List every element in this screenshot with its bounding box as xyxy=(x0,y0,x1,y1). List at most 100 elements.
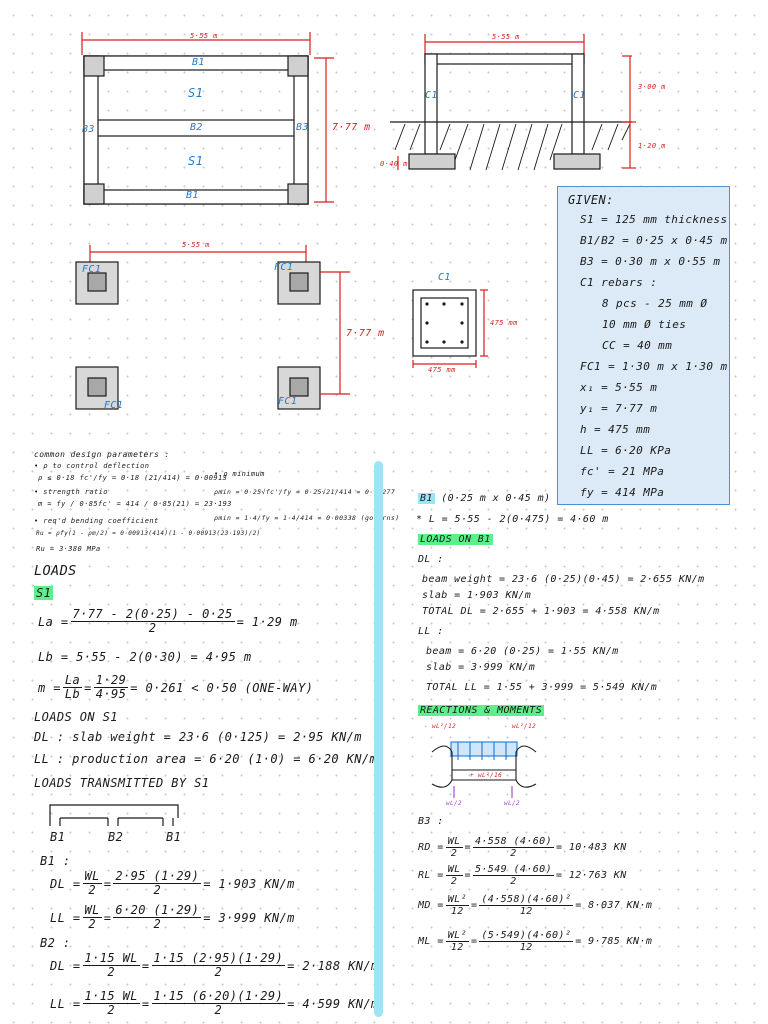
elev-footing-width: 0·40 m xyxy=(380,160,408,168)
column-divider xyxy=(374,461,383,1017)
plan-label-s1-bottom: S1 xyxy=(188,154,204,168)
given-line: S1 = 125 mm thickness xyxy=(580,213,728,226)
s1-ll-eq: LL : production area = 6·20 (1·0) = 6·20… xyxy=(34,752,378,766)
footing-width-dim: 5·55 m xyxy=(182,241,210,249)
plan-column-tl xyxy=(83,55,105,77)
given-line: h = 475 mm xyxy=(580,423,651,436)
elev-width-dim: 5·55 m xyxy=(492,33,520,41)
column-side-dim: 475 mm xyxy=(490,319,518,327)
elev-footing-depth: 1·20 m xyxy=(638,142,666,150)
slab-ll-eq: slab = 3·999 KN/m xyxy=(426,662,536,673)
params-line: ρmin = 0·25√fc'/fy = 0·25√21/414 = 0·002… xyxy=(214,488,396,496)
b1-header: B1 (0·25 m x 0·45 m) xyxy=(418,493,551,504)
params-line: ρmin = 1·4/fy = 1·4/414 = 0·00338 (gover… xyxy=(214,514,400,522)
given-line: CC = 40 mm xyxy=(602,339,673,352)
span-length-eq: * L = 5·55 - 2(0·475) = 4·60 m xyxy=(416,514,609,525)
dl-label: DL : xyxy=(418,554,444,565)
footing-right xyxy=(553,153,601,170)
footing-height-dim: 7·77 m xyxy=(346,328,385,339)
plan-label-b3-left: B3 xyxy=(82,124,95,135)
plan-label-b1-bottom: B1 xyxy=(186,190,199,201)
reaction-left: wL/2 xyxy=(446,800,463,807)
s1-dl-eq: DL : slab weight = 23·6 (0·125) = 2·95 K… xyxy=(34,730,362,744)
given-box: GIVEN: S1 = 125 mm thickness B1/B2 = 0·2… xyxy=(557,186,730,505)
given-line: 8 pcs - 25 mm Ø xyxy=(602,297,708,310)
plan-column-br xyxy=(287,183,309,205)
total-ll-eq: TOTAL LL = 1·55 + 3·999 = 5·549 KN/m xyxy=(426,682,658,693)
frame-elevation xyxy=(390,34,636,171)
params-line: • ρ minimum xyxy=(214,470,265,478)
b2-subtitle: B2 : xyxy=(40,936,71,950)
loads-on-s1-title: LOADS ON S1 xyxy=(34,710,118,724)
sketch-label-b1: B1 xyxy=(50,830,66,844)
plan-column-tr xyxy=(287,55,309,77)
ll-label: LL : xyxy=(418,626,444,637)
given-line: fc' = 21 MPa xyxy=(580,465,665,478)
loads-on-b1-title: LOADS ON B1 xyxy=(418,534,493,545)
beam-diagram xyxy=(431,741,537,798)
plan-label-b3-right: B3 xyxy=(296,122,309,133)
moment-left: - wL²/12 xyxy=(424,723,457,730)
b3-label: B3 : xyxy=(418,816,444,827)
reaction-right: wL/2 xyxy=(504,800,521,807)
slab-sketch xyxy=(49,804,179,826)
params-line: • strength ratio xyxy=(34,488,108,496)
plan-label-b1-top: B1 xyxy=(192,57,205,68)
lb-eq: Lb = 5·55 - 2(0·30) = 4·95 m xyxy=(38,650,252,664)
given-line: x₁ = 5·55 m xyxy=(580,381,658,394)
slab-dl-eq: slab = 1·903 KN/m xyxy=(422,590,532,601)
column-section xyxy=(412,289,488,368)
sketch-label-b1: B1 xyxy=(166,830,182,844)
s1-highlight: S1 xyxy=(34,586,54,600)
plan-label-b2: B2 xyxy=(190,122,203,133)
params-line: • req'd bending coefficient xyxy=(34,517,159,525)
sketch-label-b2: B2 xyxy=(108,830,124,844)
reactions-title: REACTIONS & MOMENTS xyxy=(418,705,544,716)
params-line: Ru = 3·380 MPa xyxy=(36,545,101,553)
given-line: FC1 = 1·30 m x 1·30 m xyxy=(580,360,728,373)
column-section-title: C1 xyxy=(438,272,451,283)
footing-left xyxy=(408,153,456,170)
moment-mid: + wL²/16 xyxy=(470,772,503,779)
beam-ll-eq: beam = 6·20 (0·25) = 1·55 KN/m xyxy=(426,646,619,657)
params-line: Ru = ρfy(1 - ρm/2) = 0·00913(414)(1 - 0·… xyxy=(36,530,261,537)
elev-label-c1-left: C1 xyxy=(425,90,438,101)
plan-width-dim: 5·55 m xyxy=(190,32,218,40)
given-line: LL = 6·20 KPa xyxy=(580,444,672,457)
loads-title: LOADS xyxy=(34,563,77,579)
footing-label-tr: FC1 xyxy=(274,262,294,273)
moment-right: - wL²/12 xyxy=(504,723,537,730)
given-line: B1/B2 = 0·25 x 0·45 m xyxy=(580,234,728,247)
footing-label-bl: FC1 xyxy=(104,400,124,411)
beam-weight-eq: beam weight = 23·6 (0·25)(0·45) = 2·655 … xyxy=(422,574,705,585)
given-line: fy = 414 MPa xyxy=(580,486,665,499)
transmitted-title: LOADS TRANSMITTED BY S1 xyxy=(34,776,210,790)
params-title: common design parameters : xyxy=(34,450,170,459)
footing-label-tl: FC1 xyxy=(82,264,102,275)
plan-column-bl xyxy=(83,183,105,205)
b1-subtitle: B1 : xyxy=(40,854,71,868)
floor-plan xyxy=(81,32,334,205)
plan-height-dim: 7·77 m xyxy=(332,122,371,133)
footing-plan xyxy=(75,245,350,410)
plan-label-s1-top: S1 xyxy=(188,86,204,100)
elev-col-height: 3·00 m xyxy=(638,83,666,91)
given-line: 10 mm Ø ties xyxy=(602,318,687,331)
given-line: y₁ = 7·77 m xyxy=(580,402,658,415)
given-line: C1 rebars : xyxy=(580,276,658,289)
total-dl-eq: TOTAL DL = 2·655 + 1·903 = 4·558 KN/m xyxy=(422,606,660,617)
params-line: • ρ to control deflection xyxy=(34,462,150,470)
given-title: GIVEN: xyxy=(568,193,614,207)
given-line: B3 = 0·30 m x 0·55 m xyxy=(580,255,721,268)
column-bottom-dim: 475 mm xyxy=(428,366,456,374)
